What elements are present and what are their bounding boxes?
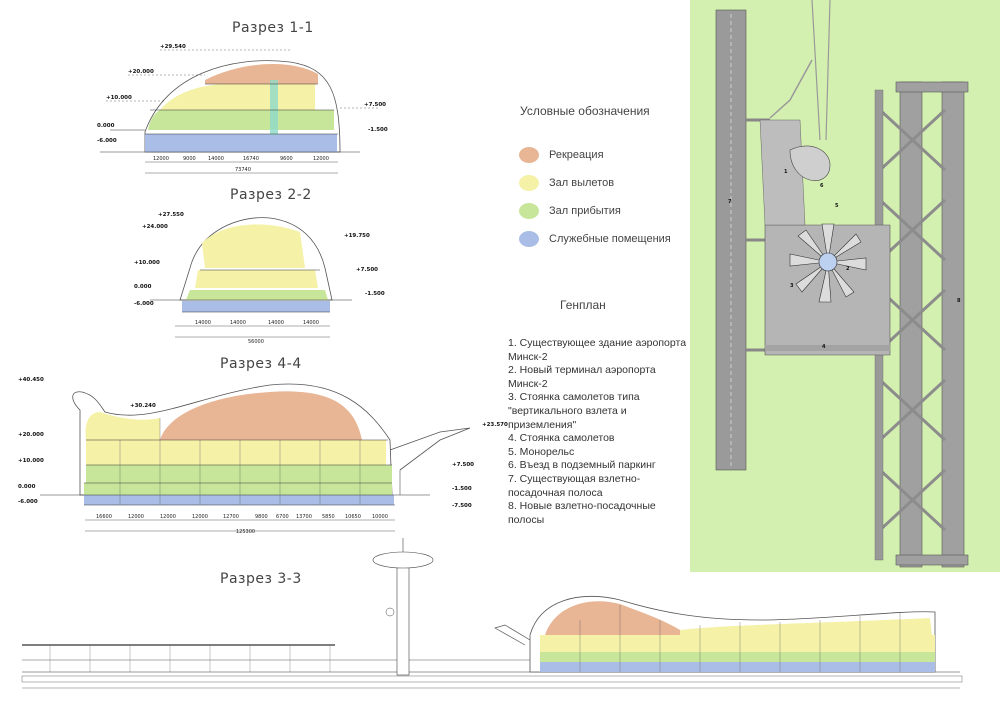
legend-item-service: Служебные помещения (519, 229, 671, 249)
level-mark: +40.450 (18, 377, 44, 383)
dim-label: 13700 (296, 514, 312, 520)
list-item: 2. Новый терминал аэропорта Минск-2 (508, 364, 656, 390)
level-mark: -6.000 (18, 499, 38, 505)
section-1-1-drawing: 12000 9000 14000 16740 9600 12000 73740 … (97, 44, 388, 174)
legend-item-departures: Зал вылетов (519, 173, 614, 193)
level-mark: -1.500 (452, 486, 472, 492)
dim-total: 73740 (235, 167, 251, 173)
legend-label: Зал прибытия (549, 205, 621, 217)
level-mark: +30.240 (130, 403, 156, 409)
list-item: 6. Въезд в подземный паркинг (508, 459, 656, 472)
dim-label: 6700 (276, 514, 289, 520)
map-label-3: 3 (790, 283, 794, 289)
dim-label: 14000 (208, 156, 224, 162)
level-mark: +24.000 (142, 224, 168, 230)
legend-swatch (519, 231, 539, 247)
level-mark: -6.000 (97, 138, 117, 144)
dim-label: 10000 (372, 514, 388, 520)
level-mark: +20.000 (128, 69, 154, 75)
map-label-6: 6 (820, 183, 824, 189)
dim-label: 12000 (153, 156, 169, 162)
level-mark: -7.500 (452, 503, 472, 509)
legend-swatch (519, 147, 539, 163)
level-mark: 0.000 (134, 284, 152, 290)
level-mark: +7.500 (364, 102, 386, 108)
map-label-1: 1 (784, 169, 788, 175)
legend-item-arrivals: Зал прибытия (519, 201, 621, 221)
legend-label: Зал вылетов (549, 177, 615, 189)
dim-label: 5850 (322, 514, 335, 520)
level-mark: -1.500 (365, 291, 385, 297)
section-2-2-title: Разрез 2-2 (230, 187, 312, 203)
dim-label: 12000 (128, 514, 144, 520)
level-mark: +7.500 (452, 462, 474, 468)
map-label-8: 8 (957, 298, 961, 304)
dim-label: 14000 (268, 320, 284, 326)
dim-label: 16740 (243, 156, 259, 162)
list-item: 8. Новые взлетно-посадочные полосы (508, 500, 656, 526)
dim-label: 10650 (345, 514, 361, 520)
dim-label: 14000 (230, 320, 246, 326)
dim-total: 56000 (248, 339, 264, 345)
level-mark: +29.540 (160, 44, 186, 50)
level-mark: +10.000 (134, 260, 160, 266)
legend-swatch (519, 175, 539, 191)
section-2-2-drawing: 14000 14000 14000 14000 56000 +27.550 +2… (134, 212, 385, 345)
section-3-3-title: Разрез 3-3 (220, 571, 302, 587)
section-3-3-drawing (21, 538, 963, 689)
site-plan-legend: 1. Существующее здание аэропорта Минск-2… (508, 337, 688, 527)
level-mark: +7.500 (356, 267, 378, 273)
dim-label: 9800 (255, 514, 268, 520)
list-item: 7. Существующая взлетно-посадочная полос… (508, 472, 641, 499)
list-item: 3. Стоянка самолетов типа "вертикального… (508, 391, 640, 431)
section-4-4-drawing: 16600 12000 12000 12000 12700 9800 6700 … (18, 377, 508, 535)
level-mark: -1.500 (368, 127, 388, 133)
level-mark: 0.000 (97, 123, 115, 129)
map-label-4: 4 (822, 344, 826, 350)
site-plan-map: 7 1 2 3 4 5 6 8 (690, 0, 1000, 572)
dim-label: 12000 (192, 514, 208, 520)
dim-label: 12000 (313, 156, 329, 162)
legend-label: Служебные помещения (549, 233, 671, 245)
site-plan-title: Генплан (560, 298, 606, 312)
list-item: 4. Стоянка самолетов (508, 432, 615, 445)
level-mark: +20.000 (18, 432, 44, 438)
level-mark: +19.750 (344, 233, 370, 239)
dim-label: 9600 (280, 156, 293, 162)
section-4-4-title: Разрез 4-4 (220, 356, 302, 372)
dim-label: 12700 (223, 514, 239, 520)
dim-label: 14000 (195, 320, 211, 326)
map-label-5: 5 (835, 203, 839, 209)
dim-label: 16600 (96, 514, 112, 520)
legend-item-recreation: Рекреация (519, 145, 604, 165)
legend-label: Рекреация (549, 149, 604, 161)
level-mark: 0.000 (18, 484, 36, 490)
level-mark: +10.000 (106, 95, 132, 101)
level-mark: +27.550 (158, 212, 184, 218)
dim-total: 125300 (236, 529, 255, 535)
section-1-1-title: Разрез 1-1 (232, 20, 314, 36)
level-mark: -6.000 (134, 301, 154, 307)
list-item: 5. Монорельс (508, 445, 575, 458)
level-mark: +10.000 (18, 458, 44, 464)
legend-title: Условные обозначения (520, 104, 650, 118)
dim-label: 12000 (160, 514, 176, 520)
legend-swatch (519, 203, 539, 219)
map-label-2: 2 (846, 266, 850, 272)
list-item: 1. Существующее здание аэропорта Минск-2 (508, 337, 687, 363)
level-mark: +23.570 (482, 422, 508, 428)
dim-label: 14000 (303, 320, 319, 326)
dim-label: 9000 (183, 156, 196, 162)
map-label-7: 7 (728, 199, 732, 205)
